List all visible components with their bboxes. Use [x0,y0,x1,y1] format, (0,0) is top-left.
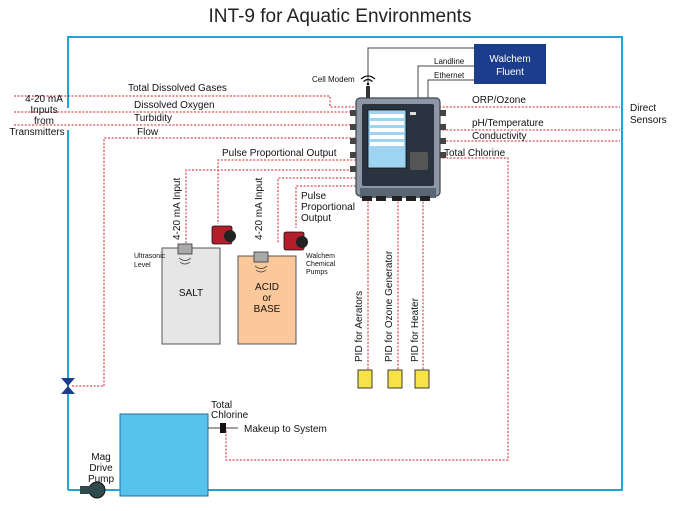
tdg-label: Total Dissolved Gases [128,83,227,94]
total-chlorine-label: Total Chlorine [444,148,506,159]
ethernet-label: Ethernet [434,71,465,80]
landline-label: Landline [434,57,465,66]
pid-aerators-device [357,369,373,389]
inputs-group-line4: Transmitters [9,127,64,138]
pumps-label-line1: Walchem [306,253,335,260]
pulse-output-wire-salt [217,159,356,224]
pid-heater-label: PID for Heater [410,297,421,362]
acid-line1: ACID [255,282,279,293]
inputs-group-line1: 4-20 mA [25,94,63,105]
mag-label-line2: Drive [89,463,113,474]
ph-label: pH/Temperature [472,118,544,129]
inputs-group-line2: Inputs [30,105,57,116]
chemical-pump-salt-icon [211,225,236,245]
wifi-icon [360,75,376,86]
fluent-line1: Walchem [489,54,530,65]
do-label: Dissolved Oxygen [134,100,215,111]
flow-label: Flow [137,127,159,138]
mag-drive-pump-icon [80,481,106,499]
valve-icon [61,378,75,394]
pulse-output-acid-line1: Pulse [301,191,326,202]
makeup-to-system-label: Makeup to System [244,424,327,435]
tdg-wire [14,95,356,108]
cell-modem-label: Cell Modem [312,75,355,84]
input-acid-label: 4-20 mA Input [254,178,265,240]
acid-line3: BASE [254,304,281,315]
ultrasonic-label-line1: Ultrasonic [134,253,166,260]
input-wire-salt [185,169,356,248]
diagram-title: INT-9 for Aquatic Environments [209,6,472,27]
pool-tank [119,413,209,497]
pulse-output-label: Pulse Proportional Output [222,148,337,159]
flow-wire [103,137,356,386]
pulse-output-wire-acid [295,185,356,228]
conductivity-label: Conductivity [472,131,526,142]
pid-ozone-device [387,369,403,389]
ethernet-link [427,79,474,98]
chemical-pump-acid-icon [283,231,308,251]
walchem-fluent-box [474,44,546,84]
water-loop-pipe [67,36,623,491]
pumps-label-line2: Chemical [306,261,336,268]
direct-group-line1: Direct [630,103,656,114]
pid-aerators-label: PID for Aerators [354,291,365,362]
pool-total-chlorine-line1: Total [211,400,232,411]
mag-label-line1: Mag [91,452,110,463]
cellular-link [367,47,474,84]
ultrasonic-sensor-acid-icon [253,251,269,273]
acid-base-tank [237,255,297,345]
inputs-group-line3: from [34,116,54,127]
salt-label: SALT [179,288,203,299]
acid-line2: or [263,293,273,304]
direct-group-line2: Sensors [630,115,667,126]
landline-link [417,65,474,98]
walchem-controller [350,97,446,201]
pumps-label-line3: Pumps [306,269,328,276]
ultrasonic-sensor-salt-icon [177,243,193,265]
chlorine-sensor-icon [220,423,226,433]
antenna-icon [366,86,370,98]
total-chlorine-wire [225,157,509,461]
mag-label-line3: Pump [88,474,115,485]
pid-heater-device [414,369,430,389]
turbidity-label: Turbidity [134,113,172,124]
pulse-output-acid-line3: Output [301,213,331,224]
ultrasonic-label-line2: Level [134,262,151,269]
input-salt-label: 4-20 mA Input [172,178,183,240]
pulse-output-acid-line2: Proportional [301,202,355,213]
fluent-line2: Fluent [496,67,524,78]
pool-total-chlorine-line2: Chlorine [211,410,249,421]
pid-ozone-label: PID for Ozone Generator [384,250,395,362]
orp-label: ORP/Ozone [472,95,526,106]
input-wire-acid [277,177,356,244]
